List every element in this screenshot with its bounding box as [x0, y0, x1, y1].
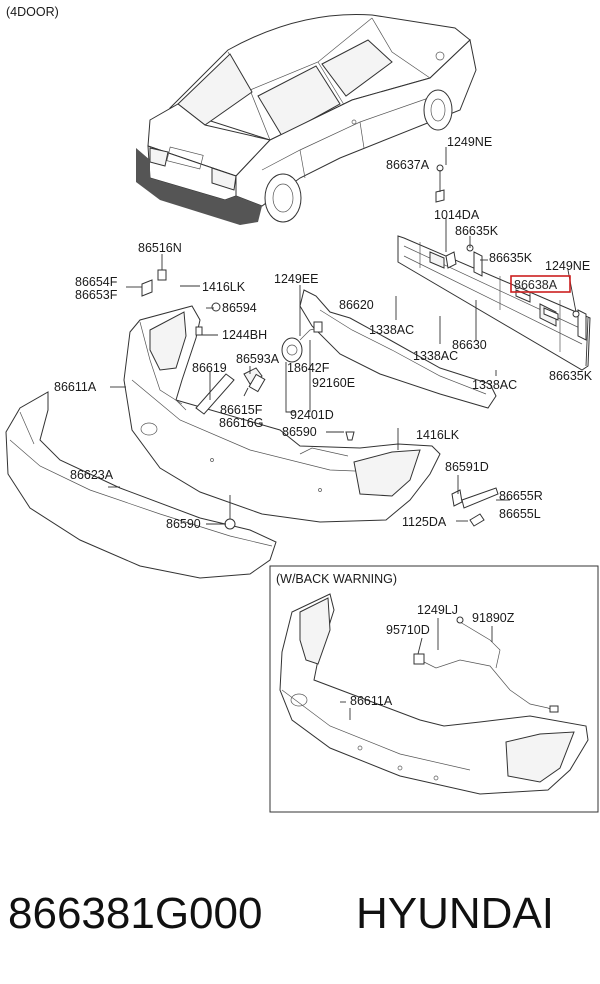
part-label: 1249EE — [274, 272, 318, 286]
part-label: 86635K — [489, 251, 533, 265]
part-label: 86611A — [350, 694, 393, 708]
part-label: 86615F — [220, 403, 263, 417]
part-label: 1244BH — [222, 328, 267, 342]
part-label: 1338AC — [413, 349, 458, 363]
part-label: 86590 — [166, 517, 201, 531]
part-label: 86655R — [499, 489, 543, 503]
part-label: 86654F — [75, 275, 118, 289]
part-label: 86635K — [455, 224, 499, 238]
highlight-box — [510, 275, 571, 293]
part-label: 1416LK — [416, 428, 460, 442]
bumper-cover — [123, 305, 441, 523]
bumper-beam — [397, 235, 591, 371]
part-label: 86623A — [70, 468, 114, 482]
small-parts — [141, 164, 580, 530]
part-label: 92401D — [290, 408, 334, 422]
part-label: 1249LJ — [417, 603, 458, 617]
part-label: 86616G — [219, 416, 263, 430]
part-label: 95710D — [386, 623, 430, 637]
back-warning-section: (W/BACK WARNING) — [269, 565, 599, 813]
part-label: 86653F — [75, 288, 118, 302]
energy-absorber — [299, 289, 497, 409]
part-label: 86637A — [386, 158, 430, 172]
part-label: 1416LK — [202, 280, 246, 294]
part-label: 86591D — [445, 460, 489, 474]
section-title: (W/BACK WARNING) — [276, 572, 397, 586]
part-label: 92160E — [312, 376, 355, 390]
part-labels: 1249NE 86637A 1014DA 86635K 86635K 1249N… — [54, 135, 593, 708]
lower-cover — [5, 391, 277, 579]
part-label: 86620 — [339, 298, 374, 312]
part-label: 18642F — [287, 361, 330, 375]
part-label: 1338AC — [369, 323, 414, 337]
part-label: 86590 — [282, 425, 317, 439]
part-label: 1125DA — [402, 515, 447, 529]
part-label: 1338AC — [472, 378, 517, 392]
highlighted-part-label: 86638A — [514, 278, 558, 292]
part-number-caption: 866381G000 — [8, 889, 262, 938]
part-label: 86516N — [138, 241, 182, 255]
brand-caption: HYUNDAI — [356, 889, 554, 938]
part-label: 86630 — [452, 338, 487, 352]
part-label: 86594 — [222, 301, 257, 315]
part-label: 86619 — [192, 361, 227, 375]
car-illustration — [136, 13, 477, 225]
part-label: 1249NE — [545, 259, 590, 273]
part-label: 1014DA — [434, 208, 480, 222]
part-label: 86611A — [54, 380, 97, 394]
part-label: 86635K — [549, 369, 593, 383]
variant-label: (4DOOR) — [6, 5, 59, 19]
part-label: 86655L — [499, 507, 541, 521]
part-label: 86593A — [236, 352, 280, 366]
part-label: 91890Z — [472, 611, 515, 625]
part-label: 1249NE — [447, 135, 492, 149]
